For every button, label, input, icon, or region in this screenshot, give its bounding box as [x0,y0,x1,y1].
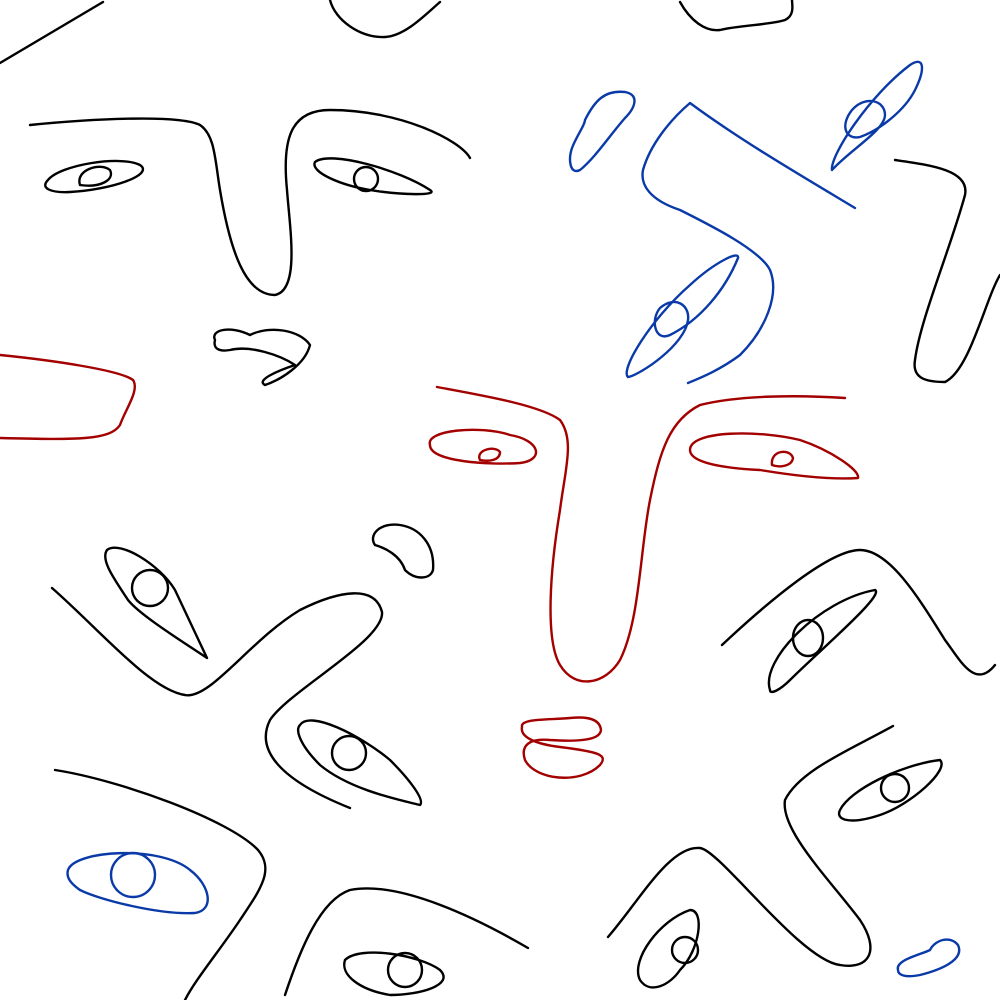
blue-nose-line [641,101,857,385]
blue-bottom-left-eye-pupil [109,851,157,899]
top-left-diagonal-line [0,0,105,65]
blue-top-blob [568,90,636,173]
mid-left-eye-pupil [130,568,170,608]
lower-right-eye-pupil [879,772,911,804]
face-brow-nose [28,108,472,297]
right-eye-pupil [352,165,380,193]
lower-right-eye [837,758,943,822]
red-left-eye [428,428,538,465]
right-mid-eye [767,588,878,694]
right-eye [313,157,433,196]
bottom-center-curve [283,887,530,997]
red-lips [520,716,604,779]
bottom-right-eye-pupil [670,935,700,965]
blue-mid-eye [625,254,740,379]
bottom-center-eye [343,951,445,997]
lower-eye-pupil [330,734,368,772]
blue-bottom-right-blob [896,938,961,978]
bottom-left-curve [53,768,267,1000]
right-mid-eye-pupil [791,618,825,658]
mid-left-nose-line [50,586,384,810]
small-blob [371,523,435,579]
red-face-brow-nose [435,385,847,683]
top-center-arc [328,0,442,39]
blue-bottom-left-eye [66,851,209,915]
red-strokes [0,353,860,779]
left-eye-pupil [78,165,113,187]
blue-strokes [66,60,961,978]
red-right-eye-pupil [770,450,795,468]
red-right-eye [688,432,860,480]
lower-right-nose [606,724,895,967]
mid-left-eye [104,546,209,660]
left-eye [44,159,144,194]
right-mid-curve [720,548,997,676]
red-left-eye-pupil [478,447,502,462]
blue-top-right-eye [830,60,924,172]
top-right-curve [678,0,794,32]
mouth [213,328,312,387]
red-left-shape [0,353,136,441]
right-edge-nose [893,158,1000,384]
bottom-center-eye-pupil [386,951,424,989]
bottom-right-eye [637,908,700,989]
lower-eye [297,719,423,807]
